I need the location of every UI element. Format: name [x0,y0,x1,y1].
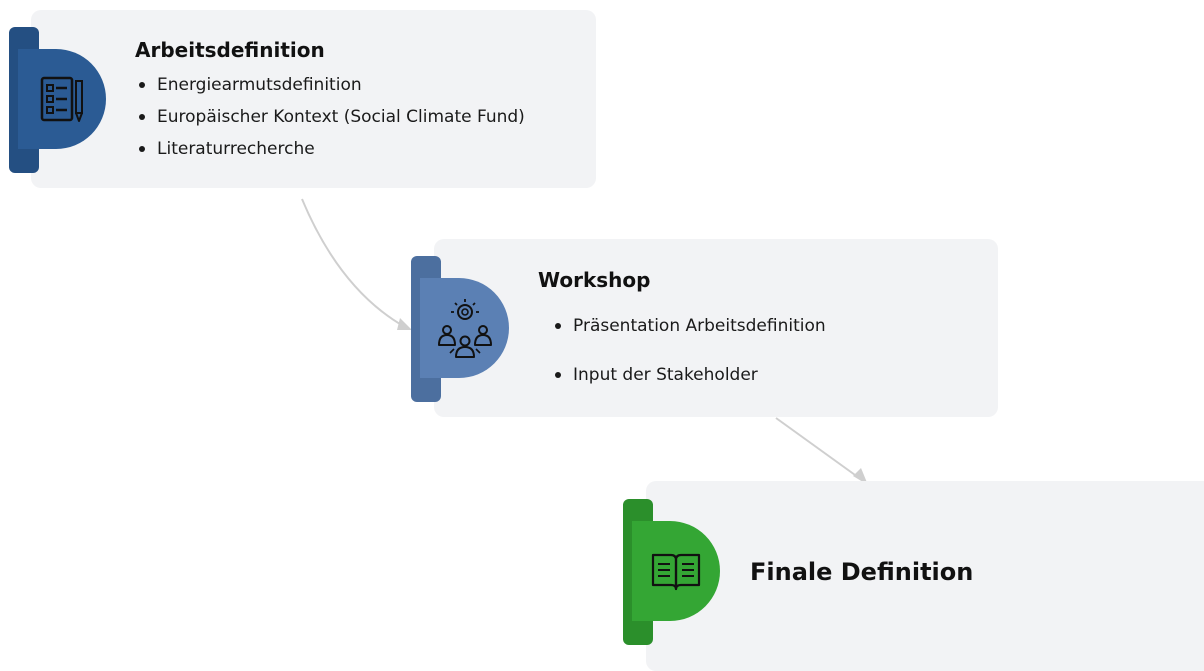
step-card-arbeitsdefinition [31,10,596,188]
step-card-workshop [434,239,998,417]
step-tab-3 [623,499,720,645]
tab-front-1 [18,49,106,149]
step-title-workshop: Workshop [538,268,651,292]
step-tab-1 [9,27,106,173]
connector-arrow-2-to-3 [775,417,863,481]
step-bullets-2: Präsentation Arbeitsdefinition Input der… [553,314,826,387]
bullet-item: Energiearmutsdefinition [137,73,525,97]
connector-arrow-1-to-2 [301,198,406,328]
open-book-icon [651,553,701,591]
tab-front-2 [420,278,509,378]
step-title-finale-definition: Finale Definition [750,558,974,586]
team-idea-icon [437,299,492,358]
step-tab-2 [411,256,509,402]
step-card-finale-definition [646,481,1204,671]
arrowhead-2 [853,468,868,485]
tab-front-3 [632,521,720,621]
checklist-pencil-icon [40,76,83,122]
bullet-item: Input der Stakeholder [553,363,826,387]
step-title-arbeitsdefinition: Arbeitsdefinition [135,38,325,62]
step-bullets-1: Energiearmutsdefinition Europäischer Kon… [137,73,525,161]
arrowhead-1 [397,318,412,330]
connector-arrows [301,198,868,485]
bullet-item: Präsentation Arbeitsdefinition [553,314,826,338]
bullet-item: Literaturrecherche [137,137,525,161]
bullet-item: Europäischer Kontext (Social Climate Fun… [137,105,525,129]
